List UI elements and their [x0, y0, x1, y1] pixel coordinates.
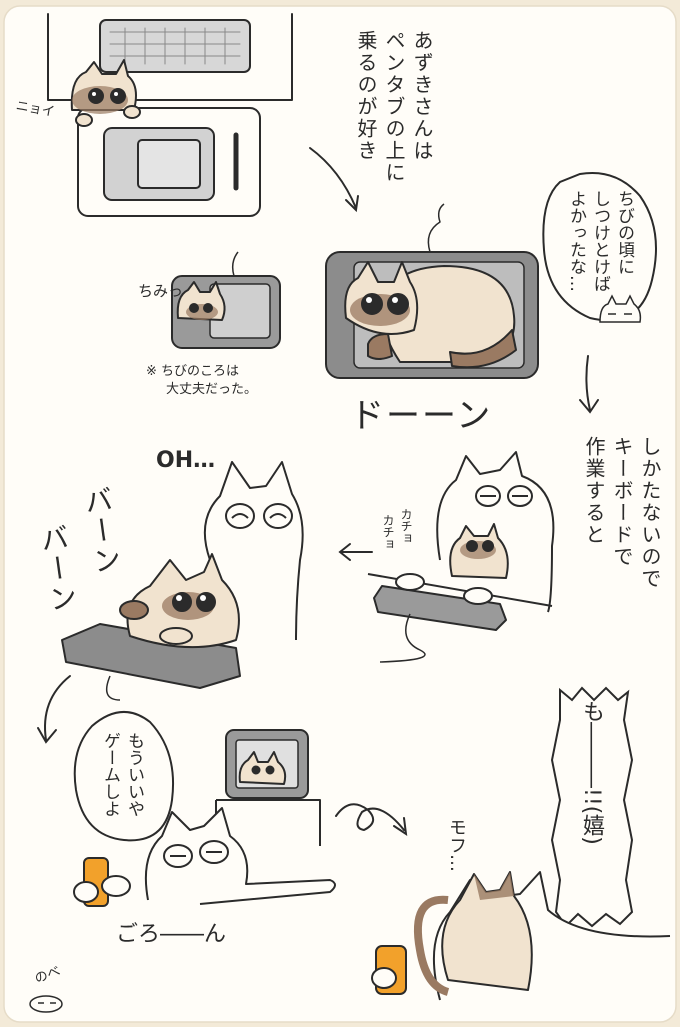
- keyboard: [373, 585, 507, 631]
- narration-2-line1: しかたないので: [638, 436, 662, 590]
- arrow-down: [579, 355, 599, 414]
- note-line2: 大丈夫だった。: [166, 382, 258, 397]
- scene-typing: [367, 451, 555, 663]
- sfx-mofu: モフ…: [446, 818, 467, 872]
- cat-tail: [449, 329, 517, 369]
- scene-cat-on-head: [371, 871, 671, 1001]
- narration-1-line3: 乗るのが好き: [354, 30, 378, 162]
- scene-kitten-tablet: [171, 251, 281, 349]
- sfx-gorooon: ごろ――ん: [116, 922, 227, 947]
- scene-cat-on-keyboard: [61, 461, 304, 701]
- arrow-down-right: [309, 147, 359, 213]
- tablet-screen: [137, 139, 201, 189]
- keyboard-back: [99, 19, 251, 73]
- note-line1: ※ ちびのころは: [146, 364, 240, 379]
- keyboard-sprawled: [61, 623, 241, 689]
- bubble-1-line2: しつけとけば: [590, 190, 610, 292]
- cat-peeking: [70, 59, 141, 127]
- bubble-2-line1: もういいや: [124, 732, 144, 817]
- person-lying: [144, 807, 336, 905]
- signature-mark: [29, 995, 63, 1013]
- sfx-chimi: ちみっ: [138, 282, 184, 300]
- narration-1-line2: ペンタブの上に: [382, 30, 406, 184]
- shout-bubble: [550, 686, 634, 928]
- arrow-curly: [335, 803, 408, 837]
- bubble-1-line3: よかったな…: [566, 190, 586, 292]
- arrow-down-left: [37, 675, 71, 744]
- narration-2-line3: 作業すると: [582, 436, 606, 546]
- sfx-kacho-2: カチョ: [381, 514, 395, 550]
- sfx-oh: OH…: [156, 448, 216, 473]
- bubble-1-line1: ちびの頃に: [614, 190, 634, 275]
- shout-text: も―――!!(嬉): [579, 700, 604, 845]
- bubble-2-line2: ゲームしよ: [100, 732, 120, 817]
- scene-cat-on-tablet: [325, 203, 539, 379]
- scene-gaming: [73, 729, 336, 907]
- arrow-left: [338, 543, 373, 561]
- monitor-frame: [47, 13, 293, 101]
- desk-surface: [77, 107, 261, 217]
- narration-2-line2: キーボードで: [610, 436, 634, 568]
- person-watching: [203, 461, 304, 641]
- sfx-kacho-1: カチョ: [399, 508, 413, 544]
- scene-desk-tablet: [47, 13, 293, 217]
- narration-1-line1: あずきさんは: [410, 30, 434, 162]
- sfx-doon: ドーーン: [350, 396, 493, 436]
- speech-bubble-2: [73, 710, 175, 842]
- mini-cat-face: [599, 294, 642, 323]
